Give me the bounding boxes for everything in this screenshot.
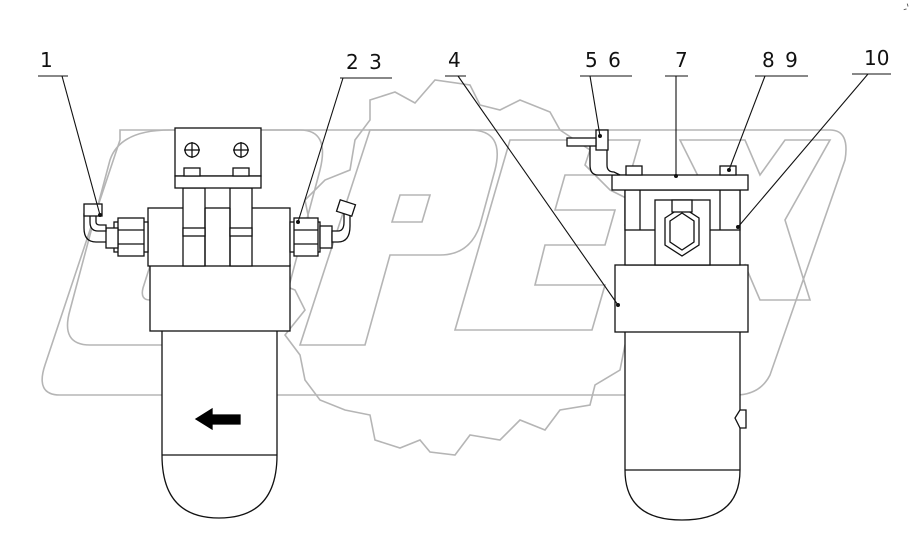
left-filter-view bbox=[83, 127, 357, 519]
left-head-block bbox=[147, 207, 291, 267]
callout-7: 7 bbox=[675, 48, 688, 72]
arrow-left-icon bbox=[194, 407, 241, 431]
callout-10: 10 bbox=[864, 46, 890, 70]
callout-2-3: 2 3 bbox=[346, 50, 382, 74]
watermark-letter-e bbox=[453, 139, 642, 331]
watermark-letter-p bbox=[298, 129, 499, 346]
right-filter-view bbox=[566, 129, 749, 521]
right-housing-body bbox=[614, 264, 749, 333]
callout-5-6: 5 6 bbox=[585, 48, 621, 72]
right-mounting-plate bbox=[611, 174, 749, 191]
watermark-letter-p-inner bbox=[390, 194, 432, 223]
leader-lines bbox=[38, 73, 891, 306]
left-outlet-fitting bbox=[289, 199, 357, 257]
right-drain-plug bbox=[734, 409, 747, 429]
right-filter-bowl bbox=[624, 329, 741, 521]
watermark-frame bbox=[41, 129, 847, 396]
callout-4: 4 bbox=[448, 48, 461, 72]
left-inlet-fitting bbox=[83, 203, 149, 257]
callout-1: 1 bbox=[40, 48, 53, 72]
left-housing-body bbox=[149, 264, 291, 332]
callout-8-9: 8 9 bbox=[762, 48, 798, 72]
leader-dots bbox=[98, 134, 740, 307]
